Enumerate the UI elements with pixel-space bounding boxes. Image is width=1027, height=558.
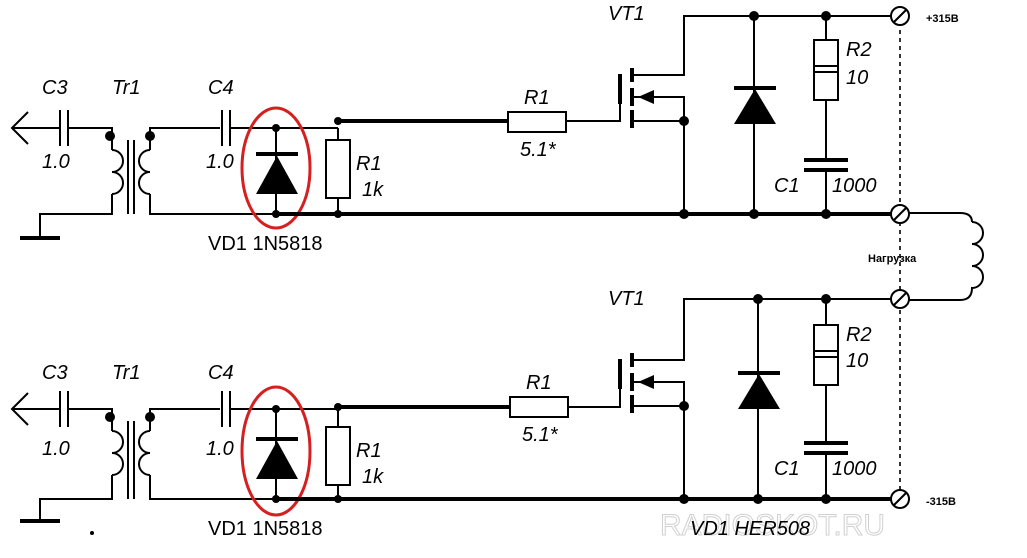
- c1-label: C1: [774, 458, 800, 480]
- supply-plus-label: +315В: [926, 13, 959, 25]
- tr1-label: Tr1: [112, 362, 141, 384]
- vd1-highlight-ellipse: [240, 106, 312, 230]
- c1-label: C1: [774, 175, 800, 197]
- top-half-circuit: C3 1.0 Tr1 C4 1.0 VD1 1N5818 R1 1k R1 5.…: [10, 3, 959, 255]
- r1-gate-value: 1k: [362, 466, 384, 488]
- r2-value: 10: [846, 67, 868, 89]
- input-arrow-icon: [10, 392, 29, 426]
- c1-value: 1000: [832, 175, 877, 197]
- r1-series-label: R1: [526, 372, 552, 394]
- c3-value: 1.0: [42, 438, 70, 460]
- r1-series-value: 5.1*: [520, 139, 557, 161]
- c1-value: 1000: [832, 458, 877, 480]
- load-label: Нагрузка: [868, 253, 917, 265]
- c3-value: 1.0: [42, 151, 70, 173]
- c4-value: 1.0: [206, 151, 234, 173]
- tr1-label: Tr1: [112, 77, 141, 99]
- bottom-half-circuit: C3 1.0 Tr1 C4 1.0 VD1 1N5818 R1 1k R1 5.…: [10, 288, 956, 540]
- c4-label: C4: [208, 77, 234, 99]
- r2-label: R2: [846, 39, 872, 61]
- vd1-highlight-ellipse: [240, 385, 312, 517]
- input-arrow-icon: [10, 111, 29, 145]
- vt1-label: VT1: [608, 288, 645, 310]
- vt1-label: VT1: [608, 3, 645, 25]
- c3-label: C3: [42, 77, 68, 99]
- r1-series-label: R1: [524, 87, 550, 109]
- tr-dot-primary: [105, 131, 115, 141]
- supply-minus-label: -315В: [926, 496, 956, 508]
- freewheel-diode-icon: [734, 89, 776, 124]
- c4-value: 1.0: [206, 438, 234, 460]
- freewheel-diode-icon: [738, 374, 780, 409]
- r1-gate-label: R1: [356, 153, 382, 175]
- r2-label: R2: [846, 324, 872, 346]
- vd1-label: VD1 1N5818: [208, 518, 323, 540]
- vd-freewheel-label: VD1 HER508: [690, 518, 810, 540]
- c4-label: C4: [208, 362, 234, 384]
- r1-series-value: 5.1*: [522, 424, 559, 446]
- c3-label: C3: [42, 362, 68, 384]
- vd1-diode-icon: [256, 441, 298, 479]
- vd1-diode-icon: [256, 156, 298, 194]
- vd1-label: VD1 1N5818: [208, 233, 323, 255]
- r1-gate-label: R1: [356, 440, 382, 462]
- load-coil: [905, 212, 984, 301]
- r1-gate-value: 1k: [362, 179, 384, 201]
- r2-value: 10: [846, 350, 868, 372]
- watermark: RADIOSKOT.RU: [660, 509, 885, 542]
